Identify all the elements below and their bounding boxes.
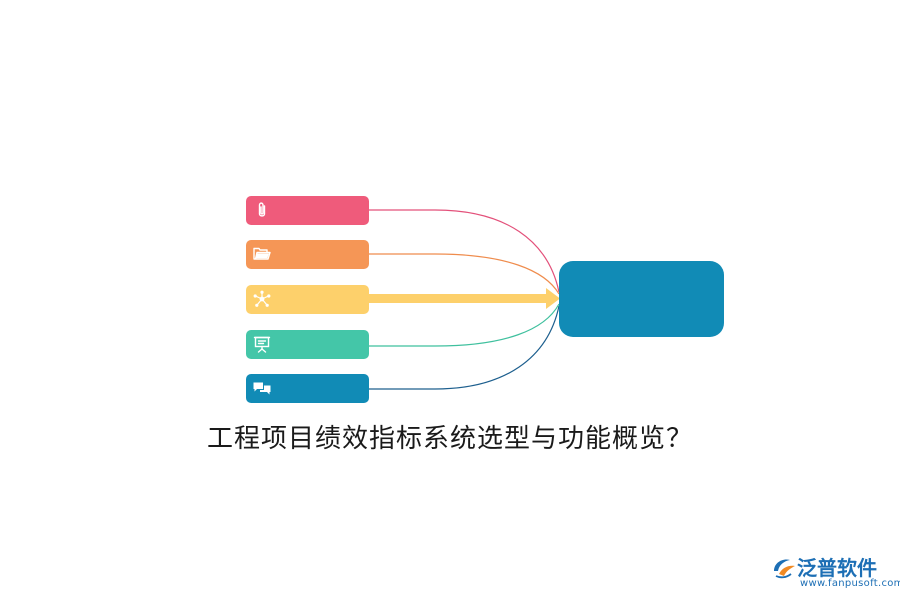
- node-1: [246, 196, 369, 225]
- central-topic-box: [559, 261, 724, 337]
- node-3: [246, 285, 369, 314]
- connector-line-5: [369, 305, 560, 390]
- node-2: [246, 240, 369, 269]
- brand-mark-icon: [774, 559, 795, 579]
- node-4: [246, 330, 369, 359]
- diagram-caption: 工程项目绩效指标系统选型与功能概览？: [206, 424, 693, 454]
- presentation-board-icon: [253, 336, 271, 353]
- paperclip-icon: [258, 202, 266, 217]
- brand-logo: 泛普软件 www.fanpusoft.com: [770, 552, 900, 596]
- connector-arrow-shaft: [369, 294, 549, 303]
- connector-arrow-head: [546, 288, 560, 309]
- brand-name: 泛普软件: [797, 556, 877, 580]
- chat-bubbles-icon: [253, 382, 271, 395]
- node-5: [246, 374, 369, 403]
- folder-icon: [253, 247, 271, 260]
- network-icon: [253, 290, 271, 307]
- connector-line-1: [369, 209, 560, 293]
- brand-url: www.fanpusoft.com: [800, 578, 900, 589]
- connector-line-2: [369, 253, 560, 295]
- connector-line-4: [369, 303, 560, 347]
